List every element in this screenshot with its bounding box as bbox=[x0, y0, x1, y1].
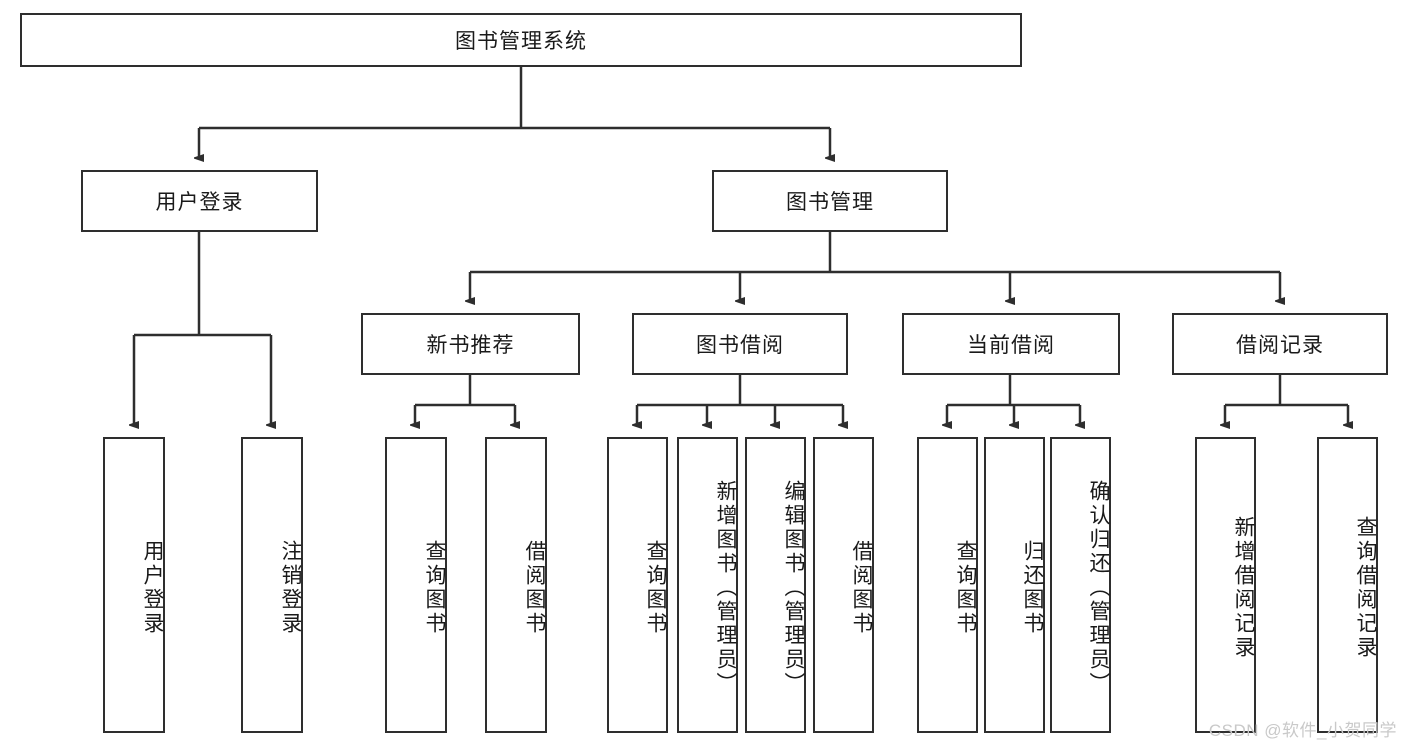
leaf-label: 编辑图书（管理员） bbox=[782, 480, 805, 696]
node-current-borrow-label: 当前借阅 bbox=[967, 334, 1055, 357]
leaf-label: 查询图书 bbox=[423, 540, 446, 636]
leaf-book-borrow-borrow[interactable]: 借阅图书 bbox=[813, 437, 874, 733]
leaf-label: 借阅图书 bbox=[850, 540, 873, 636]
leaf-borrow-record-add[interactable]: 新增借阅记录 bbox=[1195, 437, 1256, 733]
leaf-new-book-query[interactable]: 查询图书 bbox=[385, 437, 447, 733]
leaf-current-borrow-query[interactable]: 查询图书 bbox=[917, 437, 978, 733]
leaf-book-borrow-query[interactable]: 查询图书 bbox=[607, 437, 668, 733]
leaf-label: 新增借阅记录 bbox=[1232, 516, 1255, 660]
leaf-label: 确认归还（管理员） bbox=[1087, 480, 1110, 696]
leaf-label: 查询借阅记录 bbox=[1354, 516, 1377, 660]
leaf-label: 归还图书 bbox=[1021, 540, 1044, 636]
leaf-label: 注销登录 bbox=[279, 540, 302, 636]
node-book-management[interactable]: 图书管理 bbox=[712, 170, 948, 232]
node-new-book-recommend-label: 新书推荐 bbox=[426, 334, 515, 357]
leaf-borrow-record-query[interactable]: 查询借阅记录 bbox=[1317, 437, 1378, 733]
leaf-user-login-login[interactable]: 用户登录 bbox=[103, 437, 165, 733]
node-root[interactable]: 图书管理系统 bbox=[20, 13, 1022, 67]
node-book-management-label: 图书管理 bbox=[786, 191, 874, 214]
node-user-login[interactable]: 用户登录 bbox=[81, 170, 318, 232]
node-user-login-label: 用户登录 bbox=[155, 191, 244, 214]
leaf-book-borrow-add[interactable]: 新增图书（管理员） bbox=[677, 437, 738, 733]
leaf-current-borrow-confirm[interactable]: 确认归还（管理员） bbox=[1050, 437, 1111, 733]
leaf-label: 借阅图书 bbox=[523, 540, 546, 636]
node-borrow-record[interactable]: 借阅记录 bbox=[1172, 313, 1388, 375]
node-book-borrow-label: 图书借阅 bbox=[696, 334, 784, 357]
node-root-label: 图书管理系统 bbox=[455, 30, 587, 53]
node-current-borrow[interactable]: 当前借阅 bbox=[902, 313, 1120, 375]
leaf-current-borrow-return[interactable]: 归还图书 bbox=[984, 437, 1045, 733]
leaf-label: 新增图书（管理员） bbox=[714, 480, 737, 696]
leaf-label: 查询图书 bbox=[954, 540, 977, 636]
node-borrow-record-label: 借阅记录 bbox=[1236, 334, 1324, 357]
leaf-user-login-logout[interactable]: 注销登录 bbox=[241, 437, 303, 733]
leaf-label: 查询图书 bbox=[644, 540, 667, 636]
leaf-book-borrow-edit[interactable]: 编辑图书（管理员） bbox=[745, 437, 806, 733]
leaf-new-book-borrow[interactable]: 借阅图书 bbox=[485, 437, 547, 733]
node-new-book-recommend[interactable]: 新书推荐 bbox=[361, 313, 580, 375]
node-book-borrow[interactable]: 图书借阅 bbox=[632, 313, 848, 375]
watermark: CSDN @软件_小贺同学 bbox=[1208, 721, 1397, 740]
leaf-label: 用户登录 bbox=[141, 540, 164, 636]
